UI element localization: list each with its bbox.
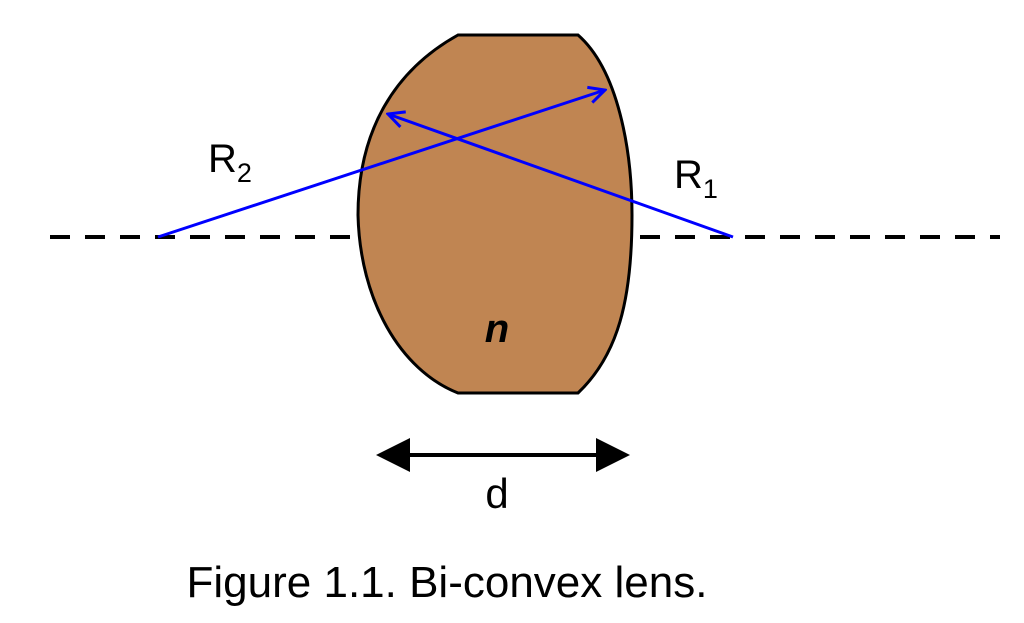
- radius-r1-line: [388, 114, 734, 239]
- radius-r2-line: [157, 90, 605, 239]
- thickness-arrowhead-left: [376, 438, 410, 472]
- label-r2-subscript: 2: [237, 158, 252, 188]
- label-r2: R2: [208, 137, 252, 188]
- label-r1-subscript: 1: [703, 174, 718, 204]
- figure-caption: Figure 1.1. Bi-convex lens.: [187, 558, 708, 607]
- label-thickness: d: [485, 470, 508, 517]
- label-refractive-index: n: [485, 307, 509, 351]
- thickness-arrowhead-right: [596, 438, 630, 472]
- label-r2-main: R: [208, 137, 237, 181]
- label-r1-main: R: [674, 153, 703, 197]
- lens-body: [356, 33, 634, 395]
- label-r1: R1: [674, 153, 718, 204]
